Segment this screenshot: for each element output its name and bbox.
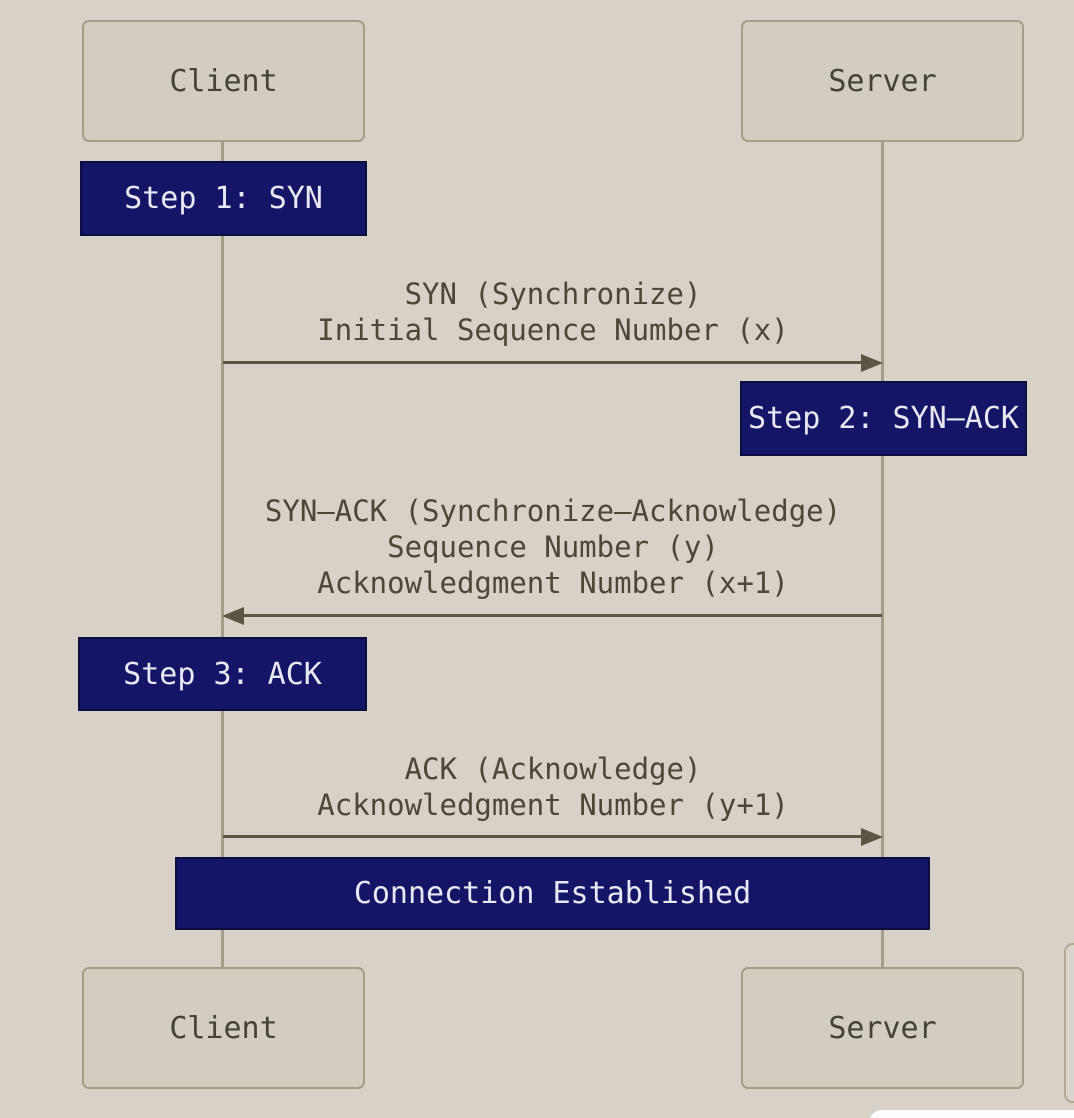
note-step2-synack: Step 2: SYN–ACK bbox=[740, 381, 1027, 456]
message-ack-line2: Acknowledgment Number (y+1) bbox=[317, 788, 789, 822]
actor-client-bottom: Client bbox=[82, 967, 365, 1089]
clipped-overlay-pill-bottom bbox=[869, 1110, 1074, 1118]
message-synack-line2: Sequence Number (y) bbox=[387, 530, 719, 564]
arrow-syn-line bbox=[223, 361, 863, 364]
note-step1-label: Step 1: SYN bbox=[124, 181, 323, 216]
arrow-ack-head-right-icon bbox=[861, 828, 883, 846]
banner-label: Connection Established bbox=[353, 876, 752, 911]
actor-client-bottom-label: Client bbox=[169, 1010, 278, 1046]
arrow-synack-head-left-icon bbox=[222, 607, 244, 625]
message-syn: SYN (Synchronize) Initial Sequence Numbe… bbox=[173, 276, 933, 348]
message-syn-line2: Initial Sequence Number (x) bbox=[317, 313, 789, 347]
actor-server-top-label: Server bbox=[828, 63, 937, 99]
message-syn-line1: SYN (Synchronize) bbox=[404, 277, 702, 311]
actor-client-top-label: Client bbox=[169, 63, 278, 99]
banner-connection-established: Connection Established bbox=[175, 857, 930, 930]
note-step3-ack: Step 3: ACK bbox=[78, 637, 367, 711]
actor-client-top: Client bbox=[82, 20, 365, 142]
message-ack-line1: ACK (Acknowledge) bbox=[404, 752, 702, 786]
note-step3-label: Step 3: ACK bbox=[123, 656, 322, 692]
message-synack: SYN–ACK (Synchronize–Acknowledge) Sequen… bbox=[173, 493, 933, 601]
note-step2-label: Step 2: SYN–ACK bbox=[748, 401, 1019, 436]
message-ack: ACK (Acknowledge) Acknowledgment Number … bbox=[173, 751, 933, 823]
arrow-synack-line bbox=[240, 614, 882, 617]
arrow-syn-head-right-icon bbox=[861, 354, 883, 372]
message-synack-line1: SYN–ACK (Synchronize–Acknowledge) bbox=[264, 494, 842, 528]
note-step1-syn: Step 1: SYN bbox=[80, 161, 367, 236]
actor-server-bottom-label: Server bbox=[828, 1010, 937, 1046]
message-synack-line3: Acknowledgment Number (x+1) bbox=[317, 566, 789, 600]
actor-server-top: Server bbox=[741, 20, 1024, 142]
clipped-card-right-edge bbox=[1064, 943, 1074, 1103]
client-lifeline bbox=[221, 142, 224, 967]
actor-server-bottom: Server bbox=[741, 967, 1024, 1089]
server-lifeline bbox=[881, 142, 884, 967]
arrow-ack-line bbox=[223, 835, 863, 838]
